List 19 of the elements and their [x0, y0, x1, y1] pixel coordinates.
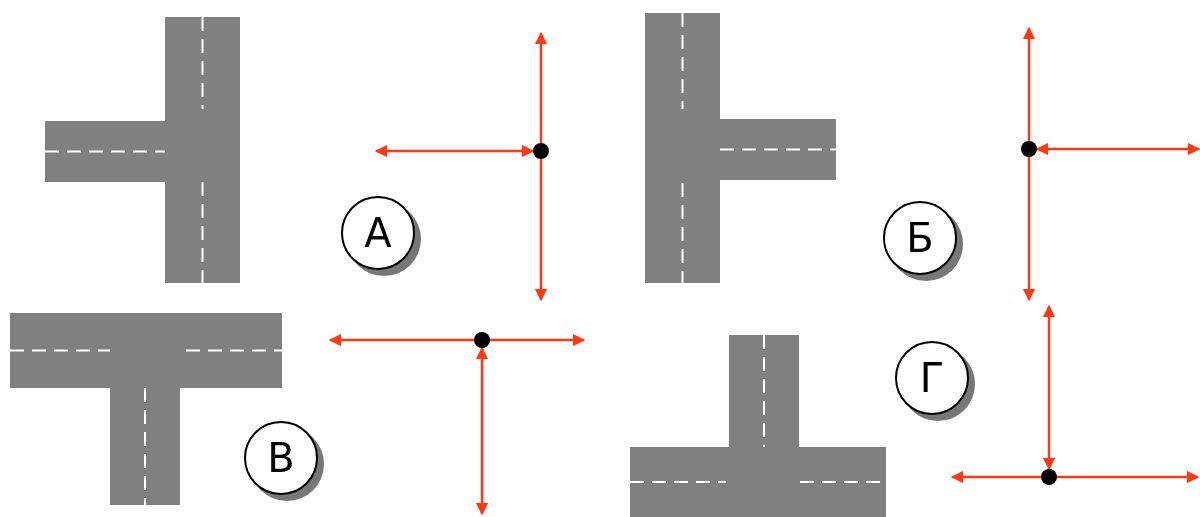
road-junction-drawing — [630, 335, 886, 517]
road-junction-drawing — [45, 17, 240, 283]
junction-dot — [474, 332, 490, 348]
arrow — [374, 144, 535, 158]
arrow — [475, 346, 489, 516]
arrow — [1057, 470, 1200, 484]
arrow — [1022, 157, 1036, 302]
junction-dot — [1021, 141, 1037, 157]
arrow — [1035, 142, 1200, 156]
road-junction-drawing — [645, 13, 836, 283]
arrow — [328, 333, 474, 347]
junction-dot — [533, 143, 549, 159]
arrow — [1022, 26, 1036, 141]
arrow — [534, 31, 548, 143]
arrow — [534, 159, 548, 302]
junction-dot — [1041, 469, 1057, 485]
arrow — [1042, 304, 1056, 471]
arrow — [490, 333, 586, 347]
arrow — [950, 470, 1041, 484]
